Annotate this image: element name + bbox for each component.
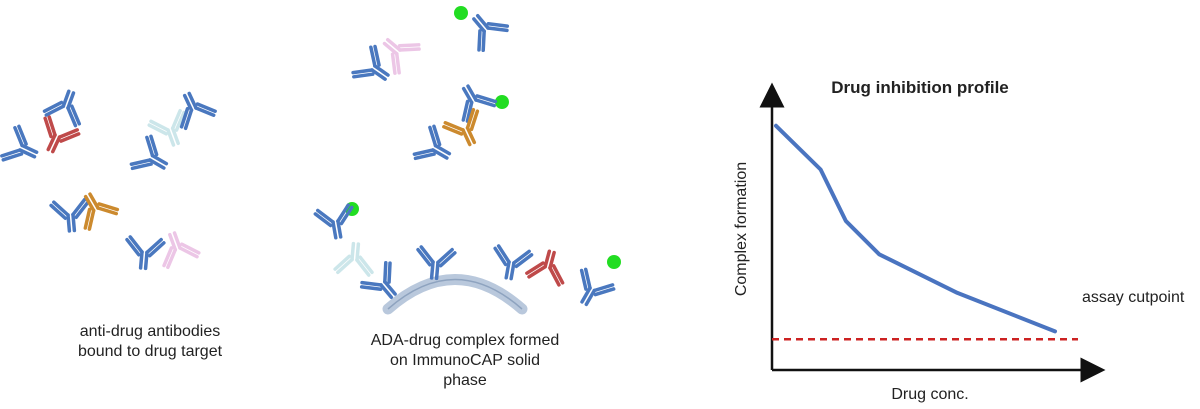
cutpoint-label: assay cutpoint [1082,289,1185,306]
y-axis-label: Complex formation [733,161,750,297]
left-panel-caption: anti-drug antibodies bound to drug targe… [30,322,270,362]
antibody-icon [459,3,512,54]
antibody-icon [0,123,46,174]
antibody-icon [411,123,460,174]
drug-antibody-icon [524,245,572,288]
middle-panel-caption: ADA-drug complex formed on ImmunoCAP sol… [335,331,595,391]
label-dot-icon [454,6,468,20]
antibody-icon [448,76,499,125]
caption-line: phase [443,372,487,389]
chart-title: Drug inhibition profile [831,78,1009,97]
x-axis-label: Drug conc. [891,386,969,403]
antibody-icon [128,133,177,184]
antibody-icon [168,84,219,132]
drug-antibody-icon [372,25,423,77]
middle-panel-molecules [313,3,621,315]
caption-line: anti-drug antibodies [79,323,221,340]
caption-line: ADA-drug complex formed [370,332,560,349]
drug-antibody-icon [153,225,202,271]
label-dot-icon [607,255,621,269]
left-panel-molecules [0,84,219,272]
label-dot-icon [495,95,509,109]
antibody-icon [122,234,166,272]
antibody-icon [313,202,359,243]
caption-line: on ImmunoCAP solid [390,352,540,369]
inhibition-curve [774,123,1057,334]
inhibition-chart [759,82,1106,383]
solid-phase-outline [387,278,523,310]
drug-antibody-icon [333,240,377,278]
antibody-icon [349,43,399,95]
antibody-icon [488,243,534,284]
caption-line: bound to drug target [77,343,223,360]
antibody-icon [566,266,617,315]
